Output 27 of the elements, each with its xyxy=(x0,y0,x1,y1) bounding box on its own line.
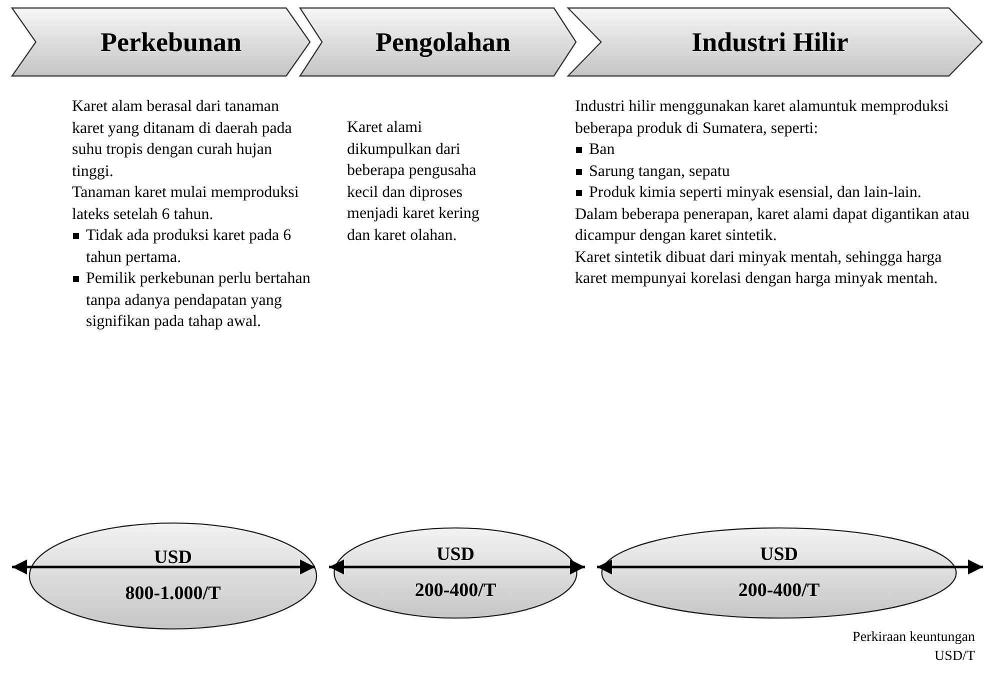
paragraph: Industri hilir menggunakan karet alamuntuk memproduksi beberapa produk di Sumatera, seperti: xyxy=(575,97,950,138)
value-text: USD xyxy=(760,544,798,566)
paragraph: Dalam beberapa penerapan, karet alami dapat digantikan atau dicampur dengan karet sintetik. xyxy=(575,204,970,246)
ellipse-shape xyxy=(333,527,578,619)
paragraph: Karet sintetik dibuat dari minyak mentah, sehingga harga karet mempunyai korelasi dengan harga minyak mentah. xyxy=(575,248,943,289)
value-text: USD xyxy=(436,544,474,566)
chevron-shape xyxy=(300,8,576,76)
chevron-shape xyxy=(12,8,310,76)
chevron-shape xyxy=(568,8,982,76)
bullet-text: Ban xyxy=(589,141,615,158)
bullet-text: Pemilik perkebunan perlu bertahan tanpa adanya pendapatan yang signifikan pada tahap awal. xyxy=(86,270,310,330)
stage-title: Perkebunan xyxy=(100,26,242,58)
paragraph: Karet alam berasal dari tanaman karet yang ditanam di daerah pada suhu tropis dengan curah hujan tinggi. xyxy=(72,97,293,182)
value-text: 200-400/T xyxy=(738,580,820,602)
paragraph: Tanaman karet mulai memproduksi lateks setelah 6 tahun. xyxy=(72,183,300,224)
paragraph: Karet alami dikumpulkan dari beberapa pengusaha kecil dan diproses menjadi karet kering dan karet olahan. xyxy=(347,118,480,246)
value-text: 800-1.000/T xyxy=(125,583,221,605)
ellipse-shape xyxy=(600,527,958,619)
ellipse-shape xyxy=(28,522,318,630)
bullet-text: Tidak ada produksi karet pada 6 tahun pertama. xyxy=(86,227,292,266)
bullet-text: Produk kimia seperti minyak esensial, dan lain-lain. xyxy=(589,184,922,201)
value-text: 200-400/T xyxy=(414,580,496,602)
bullet-text: Sarung tangan, sepatu xyxy=(589,162,730,180)
stage-title: Pengolahan xyxy=(375,26,511,58)
stage-title: Industri Hilir xyxy=(692,26,848,58)
value-text: USD xyxy=(154,547,192,569)
note: Perkiraan keuntungan USD/T xyxy=(852,629,975,666)
